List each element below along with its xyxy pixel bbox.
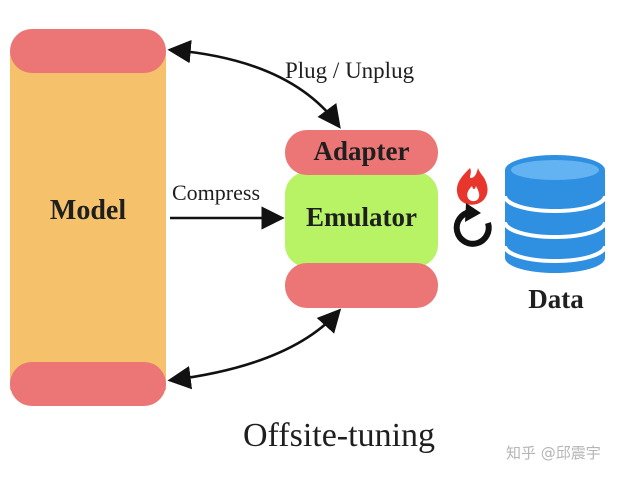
plug-unplug-label: Plug / Unplug <box>285 58 415 83</box>
model-block <box>10 50 166 390</box>
model-top-layer <box>10 29 166 73</box>
emulator-block <box>285 172 438 267</box>
database-icon <box>503 155 607 273</box>
compress-label: Compress <box>172 180 260 205</box>
plug-arrow-top <box>167 39 341 129</box>
watermark: 知乎 @邱震宇 <box>506 444 601 462</box>
data-label: Data <box>528 284 584 314</box>
adapter-label: Adapter <box>313 136 410 166</box>
diagram-title: Offsite-tuning <box>243 417 436 454</box>
fire-icon <box>456 168 488 205</box>
adapter-top-layer <box>285 130 438 175</box>
emulator-label: Emulator <box>306 202 417 232</box>
adapter-bottom-layer <box>285 263 438 308</box>
refresh-icon <box>453 203 492 247</box>
plug-arrow-bottom <box>167 308 342 390</box>
model-label: Model <box>49 195 127 226</box>
model-bottom-layer <box>10 362 166 406</box>
